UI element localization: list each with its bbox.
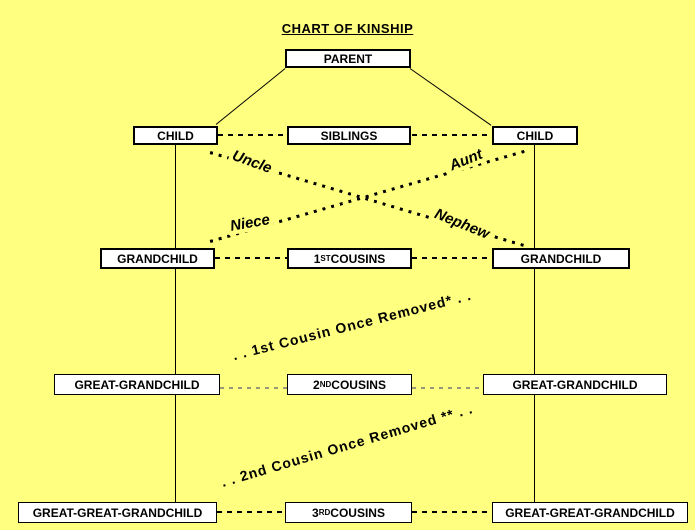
chart-title: CHART OF KINSHIP (281, 21, 414, 36)
box-grandchild-left: GRANDCHILD (100, 248, 215, 269)
uncle-label: Uncle (227, 145, 277, 179)
right-descent-line-2 (534, 269, 535, 374)
box-child-left: CHILD (133, 126, 218, 145)
left-descent-line-2 (175, 269, 176, 374)
cousins-word: COUSINS (330, 251, 386, 266)
box-siblings: SIBLINGS (287, 126, 411, 145)
ordinal-suffix: ST (320, 253, 331, 263)
box-grandchild-right: GRANDCHILD (492, 248, 630, 269)
box-great-great-grandchild-left: GREAT-GREAT-GRANDCHILD (18, 502, 217, 523)
great-great-grandchild-cousins-dash-left (217, 511, 285, 513)
ordinal-number: 2 (313, 377, 320, 392)
grandchild-cousins-dash-right (412, 257, 492, 259)
right-descent-line-1 (534, 145, 535, 248)
box-child-right: CHILD (492, 126, 578, 145)
ordinal-number: 3 (312, 505, 319, 520)
left-descent-line-3 (175, 395, 176, 502)
second-cousin-once-removed-label: . . 2nd Cousin Once Removed ** . . (219, 400, 475, 490)
niece-label: Niece (225, 210, 275, 236)
nephew-label: Nephew (429, 204, 495, 244)
parent-to-left-child-line (215, 68, 286, 125)
box-great-grandchild-right: GREAT-GRANDCHILD (483, 374, 667, 395)
first-cousin-once-removed-label: . . 1st Cousin Once Removed* . . (230, 286, 474, 364)
ordinal-number: 1 (313, 251, 321, 266)
child-siblings-dash-right (412, 134, 492, 136)
great-grandchild-cousins-dash-right (412, 387, 483, 389)
grandchild-cousins-dash-left (215, 257, 287, 259)
cousins-word: COUSINS (331, 377, 386, 392)
ordinal-suffix: ND (319, 379, 332, 389)
cousins-word: COUSINS (330, 505, 385, 520)
box-parent: PARENT (285, 49, 411, 68)
right-descent-line-3 (534, 395, 535, 502)
parent-to-right-child-line (409, 68, 492, 126)
great-great-grandchild-cousins-dash-right (412, 511, 492, 513)
child-siblings-dash-left (218, 134, 287, 136)
box-great-great-grandchild-right: GREAT-GREAT-GRANDCHILD (492, 502, 688, 523)
left-descent-line-1 (175, 145, 176, 248)
aunt-label: Aunt (444, 144, 488, 176)
great-grandchild-cousins-dash-left (220, 387, 287, 389)
box-great-grandchild-left: GREAT-GRANDCHILD (54, 374, 220, 395)
ordinal-suffix: RD (318, 507, 331, 517)
